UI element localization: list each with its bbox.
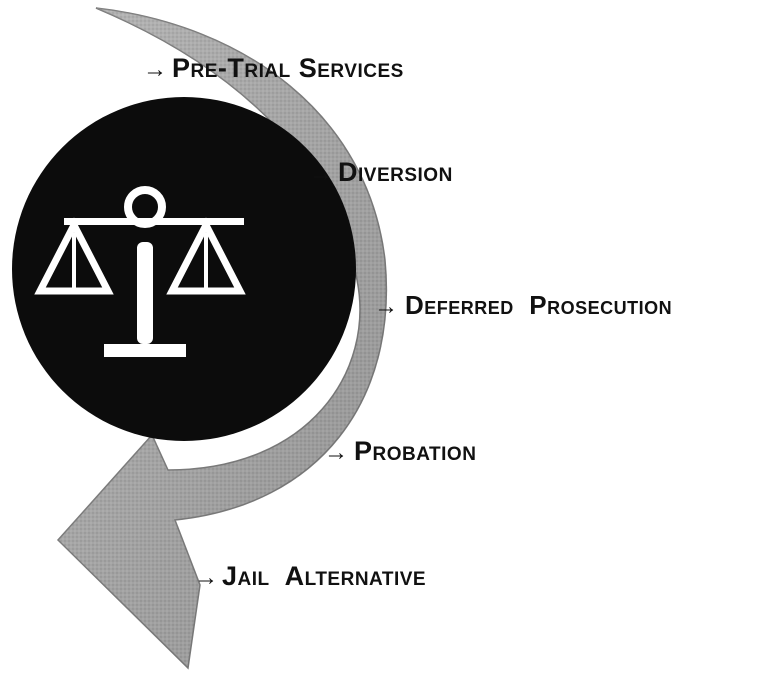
- stage-label: Diversion: [338, 157, 453, 187]
- scales-of-justice-emblem: [12, 97, 356, 441]
- arrow-bullet-glyph: →: [324, 439, 349, 466]
- arrow-bullet-glyph: →: [194, 564, 219, 591]
- stage-deferred-prosecution: → Deferred Prosecution: [374, 290, 672, 320]
- arrow-bullet-glyph: →: [374, 293, 399, 320]
- stage-probation: → Probation: [324, 436, 476, 466]
- stage-label: Pre-Trial Services: [172, 53, 404, 83]
- scales-of-justice-icon: [34, 186, 246, 357]
- stage-pre-trial-services: → Pre-Trial Services: [143, 53, 404, 83]
- stage-label: Jail Alternative: [222, 561, 426, 591]
- arrow-bullet-glyph: →: [143, 56, 168, 83]
- curved-arrow-shading: [58, 8, 387, 668]
- arrow-bullet-glyph: →: [309, 160, 334, 187]
- stage-jail-alternative: → Jail Alternative: [194, 561, 426, 591]
- stage-label: Deferred Prosecution: [405, 290, 672, 320]
- stage-labels: → Pre-Trial Services → Diversion → Defer…: [143, 53, 672, 591]
- stage-label: Probation: [354, 436, 476, 466]
- stage-diversion: → Diversion: [309, 157, 453, 187]
